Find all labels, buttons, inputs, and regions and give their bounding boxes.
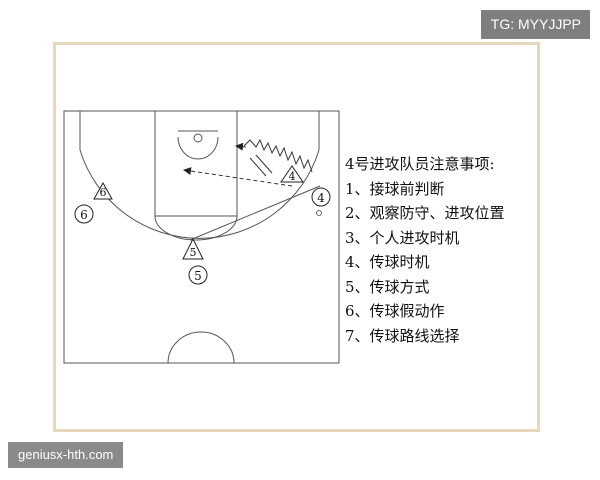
notes-title: 4号进攻队员注意事项:	[345, 155, 495, 173]
defender-5-label: 5	[190, 246, 197, 259]
center-circle	[167, 331, 235, 364]
note-item-4: 4、传球时机	[345, 253, 430, 271]
footer-tag[interactable]: geniusx-hth.com	[8, 442, 124, 468]
defender-5-triangle	[182, 237, 204, 260]
rim	[193, 133, 203, 143]
pass-line-long	[189, 185, 321, 241]
attacker-4-label: 4	[317, 191, 325, 205]
free-throw-lane	[154, 110, 238, 217]
cut-arrow-path-2	[255, 154, 273, 174]
note-item-1: 1、接球前判断	[345, 179, 445, 198]
defender-4-triangle	[280, 165, 304, 183]
defender-6-triangle	[93, 181, 113, 200]
defender-4-label: 4	[289, 170, 296, 183]
restricted-arc	[177, 136, 219, 160]
cut-arrow-path	[249, 157, 267, 177]
ball-marker	[316, 210, 322, 216]
note-item-3: 3、个人进攻时机	[345, 228, 460, 247]
cut-arrow-head-line	[235, 142, 247, 151]
note-item-6: 6、传球假动作	[345, 302, 445, 320]
watermark-tag: TG: MYYJJPP	[480, 10, 590, 39]
note-item-5: 5、传球方式	[345, 277, 430, 296]
attacker-6-label: 6	[80, 208, 88, 222]
notes-panel: 4号进攻队员注意事项: 1、接球前判断 2、观察防守、进攻位置 3、个人进攻时机…	[345, 152, 505, 348]
diagram-frame	[53, 42, 540, 432]
attacker-6-circle	[74, 204, 94, 224]
pass-arrow-dashed	[183, 167, 293, 187]
free-throw-circle	[154, 215, 238, 241]
attacker-5-label: 5	[194, 269, 202, 283]
note-item-2: 2、观察防守、进攻位置	[345, 204, 505, 222]
cut-arrow-zigzag	[243, 138, 313, 173]
three-point-line	[79, 111, 320, 239]
attacker-4-circle	[311, 187, 331, 207]
defender-6-label: 6	[100, 186, 107, 199]
attacker-5-circle	[188, 265, 208, 285]
note-item-7: 7、传球路线选择	[345, 326, 460, 345]
court-boundary	[63, 110, 340, 364]
